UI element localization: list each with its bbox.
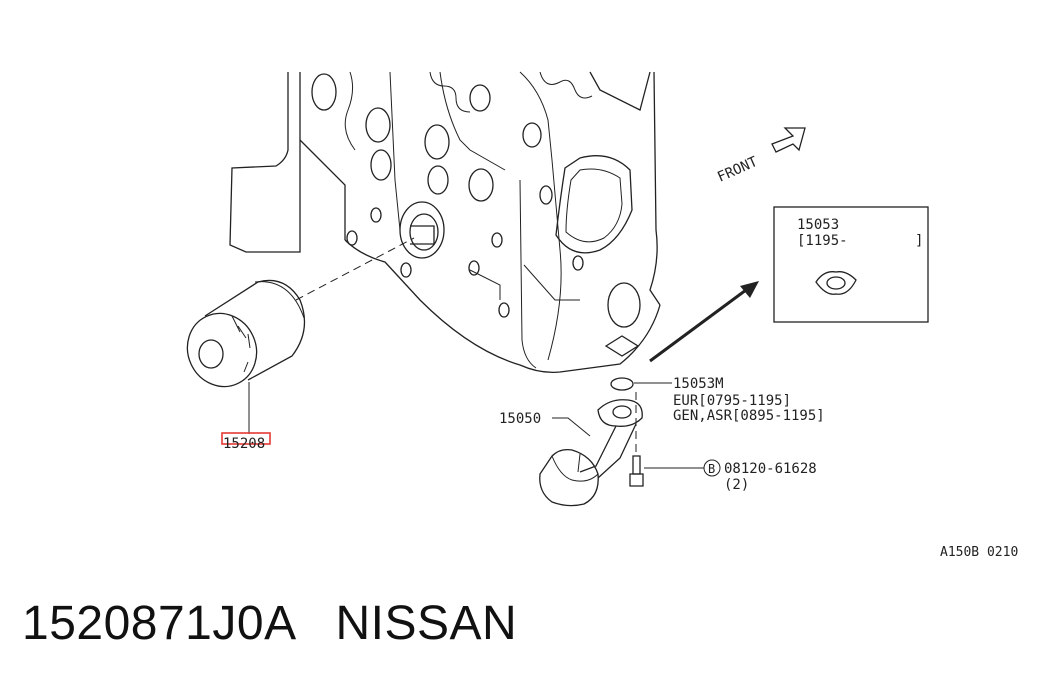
bolt-quantity: (2) xyxy=(724,477,749,493)
bolt-marker-circle xyxy=(703,459,721,477)
bolt-icon xyxy=(629,455,644,487)
gasket-note-gen: GEN,ASR[0895-1195] xyxy=(673,408,825,424)
part-number-caption: 1520871J0A NISSAN xyxy=(22,597,518,650)
part-label-gasket-inset[interactable]: 15053 xyxy=(797,217,839,233)
part-label-strainer[interactable]: 15050 xyxy=(499,411,541,427)
front-label: FRONT xyxy=(715,154,761,186)
oil-filter-highlight xyxy=(221,432,271,445)
gasket-inset-range: [1195- ] xyxy=(797,233,923,249)
oil-strainer-icon xyxy=(539,399,643,507)
gasket-inset-icon xyxy=(815,271,857,295)
part-label-bolt[interactable]: 08120-61628 xyxy=(724,461,817,477)
gasket-note-eur: EUR[0795-1195] xyxy=(673,393,791,409)
oil-filter-icon xyxy=(186,279,306,388)
part-label-gasket[interactable]: 15053M xyxy=(673,376,724,392)
front-arrow-icon xyxy=(771,127,806,153)
filter-leader-dashed xyxy=(295,237,415,301)
engine-block xyxy=(229,71,661,373)
bolt-marker-letter: B xyxy=(708,462,715,476)
strainer-leader xyxy=(552,417,591,437)
part-label-oil-filter[interactable]: 15208 xyxy=(223,436,265,452)
gasket-inset-box xyxy=(773,206,929,323)
gasket-icon xyxy=(610,377,634,391)
inset-arrow-icon xyxy=(649,281,759,363)
diagram-reference-code: A150B 0210 xyxy=(940,545,1019,560)
